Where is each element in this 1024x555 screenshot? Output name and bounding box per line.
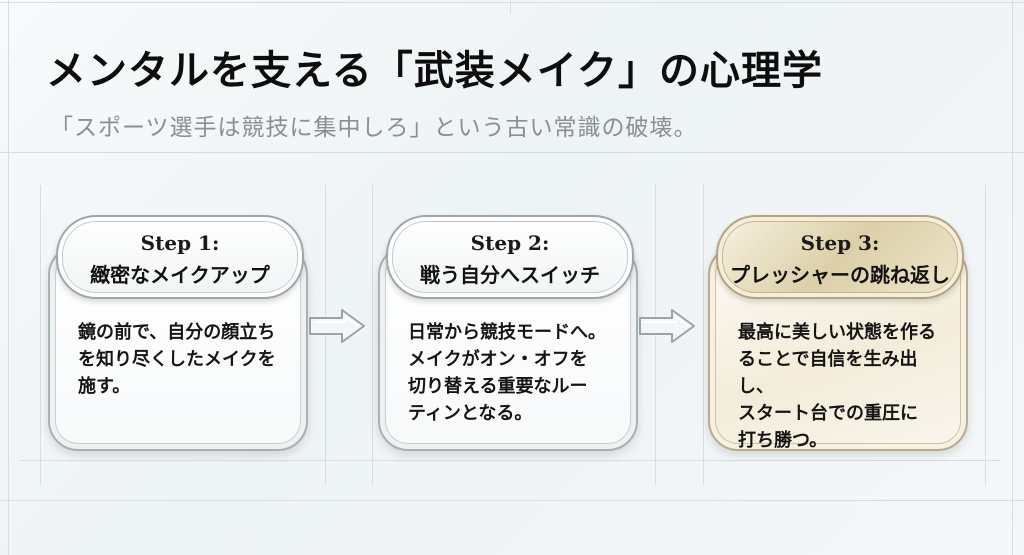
step-description: 日常から競技モードへ。 メイクがオン・オフを 切り替える重要なルー ティンとなる…	[408, 322, 606, 424]
step-number: Step 3:	[800, 231, 880, 255]
step-description: 鏡の前で、自分の顔立ち を知り尽くしたメイクを 施す。	[78, 322, 276, 397]
right-arrow-icon	[639, 309, 695, 343]
step-title: 戦う自分へスイッチ	[420, 263, 600, 287]
step-card-header: Step 2: 戦う自分へスイッチ	[386, 215, 634, 299]
grid-line	[0, 152, 1024, 153]
grid-line	[372, 185, 373, 485]
grid-line	[985, 185, 986, 485]
grid-line	[510, 0, 511, 14]
grid-line	[8, 0, 9, 555]
grid-line	[1012, 0, 1013, 555]
page-subtitle: 「スポーツ選手は競技に集中しろ」という古い常識の破壊。	[50, 115, 698, 141]
step-card-2: Step 2: 戦う自分へスイッチ 日常から競技モードへ。 メイクがオン・オフを…	[378, 215, 638, 451]
grid-line	[20, 460, 1000, 461]
step-title: 緻密なメイクアップ	[90, 263, 270, 287]
step-card-1: Step 1: 緻密なメイクアップ 鏡の前で、自分の顔立ち を知り尽くしたメイク…	[48, 215, 308, 451]
step-number: Step 2:	[470, 231, 550, 255]
step-number: Step 1:	[140, 231, 220, 255]
step-title: プレッシャーの跳ね返し	[730, 263, 950, 287]
step-card-header: Step 3: プレッシャーの跳ね返し	[716, 215, 964, 299]
step-card-header: Step 1: 緻密なメイクアップ	[56, 215, 304, 299]
grid-line	[0, 500, 1024, 501]
grid-line	[703, 185, 704, 485]
page-title: メンタルを支える「武装メイク」の心理学	[46, 48, 823, 94]
right-arrow-icon	[309, 309, 365, 343]
step-card-3: Step 3: プレッシャーの跳ね返し 最高に美しい状態を作る ることで自信を生…	[708, 215, 968, 451]
grid-line	[0, 2, 1024, 3]
step-description: 最高に美しい状態を作る ることで自信を生み出し、 スタート台での重圧に 打ち勝つ…	[738, 322, 936, 451]
grid-line	[40, 185, 41, 485]
